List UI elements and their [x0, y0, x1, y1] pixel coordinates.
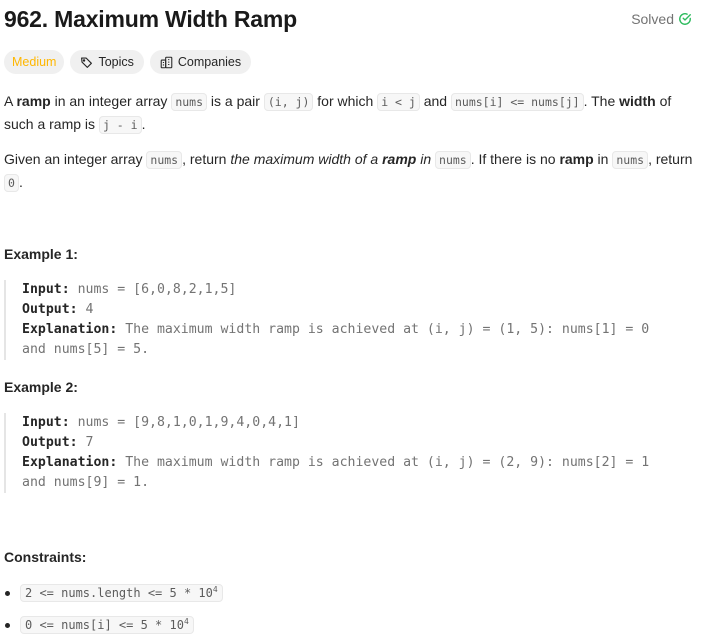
example-1-input: Input: nums = [6,0,8,2,1,5] [22, 282, 237, 297]
text: . If there is no [470, 151, 560, 167]
example-2-input: Input: nums = [9,8,1,0,1,9,4,0,4,1] [22, 415, 300, 430]
text: for which [313, 93, 378, 109]
text: A [4, 93, 17, 109]
constraints-list: 2 <= nums.length <= 5 * 104 0 <= nums[i]… [4, 584, 223, 641]
text: in [593, 151, 613, 167]
text: of such a ramp is [4, 93, 672, 132]
example-1-output: Output: 4 [22, 302, 94, 317]
inline-code: (i, j) [263, 93, 314, 111]
problem-header: 962. Maximum Width Ramp Solved [4, 4, 692, 34]
difficulty-badge[interactable]: Medium [4, 50, 65, 74]
italic-text: the maximum width of a [230, 151, 383, 167]
bold-term: ramp [16, 93, 51, 109]
companies-button[interactable]: Companies [149, 50, 252, 74]
text: , return [182, 151, 231, 167]
inline-code: i < j [377, 93, 420, 111]
companies-label: Companies [177, 55, 242, 69]
inline-code: nums [171, 93, 208, 111]
example-1-explanation: Explanation: The maximum width ramp is a… [22, 322, 650, 337]
description-paragraph-1: A ramp in an integer array nums is a pai… [4, 90, 698, 136]
inline-code: nums [435, 151, 471, 169]
description-paragraph-2: Given an integer array nums, return the … [4, 148, 698, 194]
constraint-item: 0 <= nums[i] <= 5 * 104 [4, 616, 223, 641]
example-2-output: Output: 7 [22, 435, 94, 450]
italic-text: in [416, 151, 436, 167]
example-1-explanation-cont: and nums[5] = 5. [22, 342, 150, 357]
constraint-item: 2 <= nums.length <= 5 * 104 [4, 584, 223, 616]
constraint-code: 0 <= nums[i] <= 5 * 104 [20, 616, 194, 634]
text: Given an integer array [4, 151, 147, 167]
check-circle-icon [679, 13, 691, 25]
bold-term: ramp [559, 151, 594, 167]
example-2-explanation: Explanation: The maximum width ramp is a… [22, 455, 650, 470]
problem-tags: Medium Topics Companies [4, 50, 252, 74]
text: is a pair [207, 93, 264, 109]
solved-status: Solved [631, 11, 692, 27]
inline-code: nums [146, 151, 183, 169]
example-2-heading: Example 2: [4, 379, 78, 395]
inline-code: j - i [98, 116, 142, 134]
topics-label: Topics [98, 55, 134, 69]
text: . [18, 174, 23, 190]
text: and [419, 93, 451, 109]
bold-italic-term: ramp [382, 151, 417, 167]
tag-icon [81, 56, 93, 68]
text: . [141, 116, 146, 132]
topics-button[interactable]: Topics [70, 50, 144, 74]
example-1-heading: Example 1: [4, 246, 78, 262]
text: , return [648, 151, 693, 167]
example-2-block: Input: nums = [9,8,1,0,1,9,4,0,4,1] Outp… [4, 413, 698, 493]
text: in an integer array [50, 93, 172, 109]
inline-code: 0 [4, 174, 19, 192]
bold-term: width [619, 93, 656, 109]
text: . The [583, 93, 620, 109]
building-icon [160, 56, 173, 68]
inline-code: nums [612, 151, 649, 169]
constraints-heading: Constraints: [4, 549, 87, 565]
solved-label: Solved [631, 11, 674, 27]
inline-code: nums[i] <= nums[j] [450, 93, 584, 111]
example-1-block: Input: nums = [6,0,8,2,1,5] Output: 4 Ex… [4, 280, 698, 360]
example-2-explanation-cont: and nums[9] = 1. [22, 475, 150, 490]
constraint-code: 2 <= nums.length <= 5 * 104 [20, 584, 223, 602]
problem-title: 962. Maximum Width Ramp [4, 5, 297, 32]
